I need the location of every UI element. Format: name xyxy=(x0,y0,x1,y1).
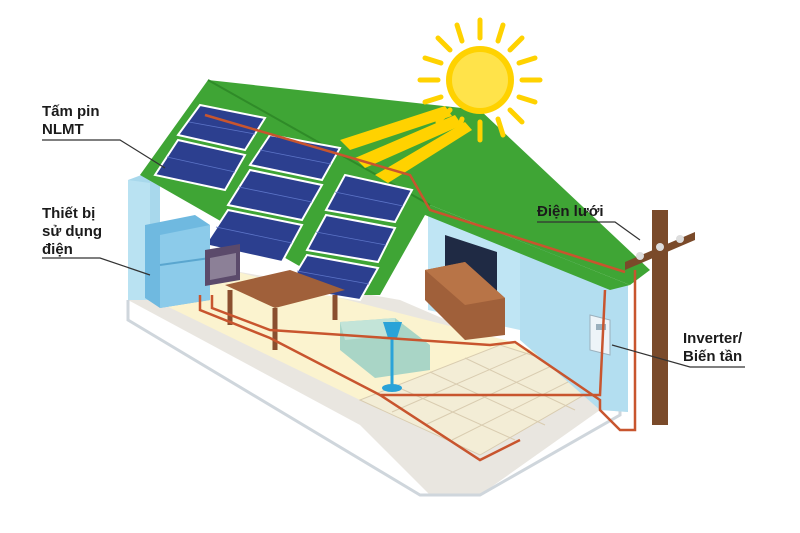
refrigerator xyxy=(145,215,211,308)
table xyxy=(225,270,345,350)
floor-lamp xyxy=(382,322,402,392)
label-solar-panel-line1: Tấm pin xyxy=(42,103,100,120)
label-inverter-line1: Inverter/ xyxy=(683,330,743,347)
label-grid-line1: Điện lưới xyxy=(537,203,604,220)
label-solar-panel: Tấm pin NLMT xyxy=(42,103,100,139)
label-solar-panel-line2: NLMT xyxy=(42,121,84,138)
leader-lines xyxy=(42,139,745,368)
label-inverter: Inverter/ Biến tần xyxy=(683,330,742,366)
tv-cabinet xyxy=(425,262,505,340)
label-electric-device: Thiết bị sử dụng điện xyxy=(42,205,102,259)
utility-pole xyxy=(625,210,695,425)
label-inverter-line2: Biến tần xyxy=(683,348,743,365)
inverter-box xyxy=(589,314,611,356)
sun-rays xyxy=(340,106,472,183)
sun-icon xyxy=(417,17,543,143)
label-device-line1: Thiết bị xyxy=(42,205,96,222)
electrical-wiring xyxy=(198,113,637,462)
sofa xyxy=(340,318,430,378)
label-power-grid: Điện lưới xyxy=(537,203,604,221)
label-device-line3: điện xyxy=(42,241,73,258)
stove xyxy=(205,244,240,286)
label-device-line2: sử dụng xyxy=(42,223,103,240)
